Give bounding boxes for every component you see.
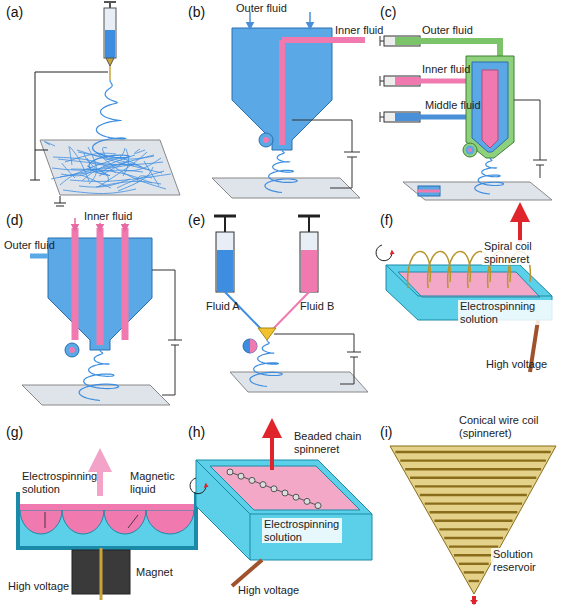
fiber-mesh xyxy=(58,159,163,165)
coil-winding xyxy=(444,537,503,539)
coil-winding xyxy=(405,468,541,470)
coil-winding xyxy=(425,502,522,504)
coil-winding xyxy=(459,563,489,565)
coil-winding xyxy=(400,459,546,461)
part-label: High voltage xyxy=(8,580,69,593)
panel-f xyxy=(376,212,552,372)
fiber-mesh xyxy=(62,163,75,178)
fiber-mesh xyxy=(71,169,152,183)
part-label: Electrospinning solution xyxy=(262,518,342,543)
bead xyxy=(227,469,233,475)
part-label: Fluid A xyxy=(206,300,240,313)
bead xyxy=(249,477,255,483)
part-label: Electrospinning solution xyxy=(458,300,558,325)
bead xyxy=(282,490,288,496)
panel-label: (b) xyxy=(188,4,205,20)
panel-label: (a) xyxy=(6,4,23,20)
part-label: Beaded chain spinneret xyxy=(292,430,376,455)
coil-winding xyxy=(439,528,507,530)
jet-spiral xyxy=(89,80,129,176)
part-label: Outer fluid xyxy=(422,24,473,37)
part-label: Inner fluid xyxy=(335,24,383,37)
jet-spiral xyxy=(250,340,282,387)
coil-winding xyxy=(415,485,532,487)
bead xyxy=(315,503,321,509)
coil-winding xyxy=(464,571,484,573)
part-label: Middle fluid xyxy=(425,99,481,112)
panel-label: (f) xyxy=(380,212,393,228)
fiber-mesh xyxy=(134,149,145,154)
panel-label: (c) xyxy=(380,4,396,20)
jet-spiral xyxy=(475,158,504,194)
part-label: Inner fluid xyxy=(82,210,134,223)
panel-a xyxy=(30,2,180,206)
coil-winding xyxy=(410,477,536,479)
fiber-mesh xyxy=(53,157,116,173)
part-label: Solution reservoir xyxy=(491,548,561,573)
jet-spiral xyxy=(79,350,118,401)
panel-label: (h) xyxy=(188,424,205,440)
part-label: High voltage xyxy=(486,358,547,371)
fiber-mesh xyxy=(80,175,111,188)
part-label: Magnetic liquid xyxy=(130,470,194,495)
panel-label: (g) xyxy=(6,424,23,440)
coil-winding xyxy=(420,494,527,496)
panel-label: (d) xyxy=(6,212,23,228)
part-label: Electrospinning solution xyxy=(22,470,102,495)
coil-winding xyxy=(469,580,480,582)
panel-g xyxy=(18,460,196,600)
coil-winding xyxy=(430,511,518,513)
panel-i xyxy=(390,446,556,605)
bead xyxy=(293,494,299,500)
part-label: Outer fluid xyxy=(236,2,287,15)
fiber-mesh xyxy=(44,141,55,146)
bead xyxy=(238,473,244,479)
jet-spiral xyxy=(265,150,297,193)
bead xyxy=(260,482,266,488)
panel-b xyxy=(212,12,365,198)
coil-winding xyxy=(395,451,550,453)
panel-label: (i) xyxy=(380,424,392,440)
part-label: Fluid B xyxy=(300,300,334,313)
chain xyxy=(230,472,318,506)
part-label: Magnet xyxy=(136,566,173,579)
panel-label: (e) xyxy=(188,212,205,228)
bead xyxy=(271,486,277,492)
panel-c xyxy=(380,36,552,200)
part-label: High voltage xyxy=(238,584,299,597)
part-label: Conical wire coil (spinneret) xyxy=(457,414,561,439)
part-label: Spiral coil spinneret xyxy=(482,240,558,265)
coil-winding xyxy=(454,554,494,556)
bead xyxy=(304,498,310,504)
part-label: Outer fluid xyxy=(4,239,55,252)
coil-winding xyxy=(434,520,512,522)
part-label: Inner fluid xyxy=(422,63,470,76)
fiber-mesh xyxy=(63,189,136,194)
